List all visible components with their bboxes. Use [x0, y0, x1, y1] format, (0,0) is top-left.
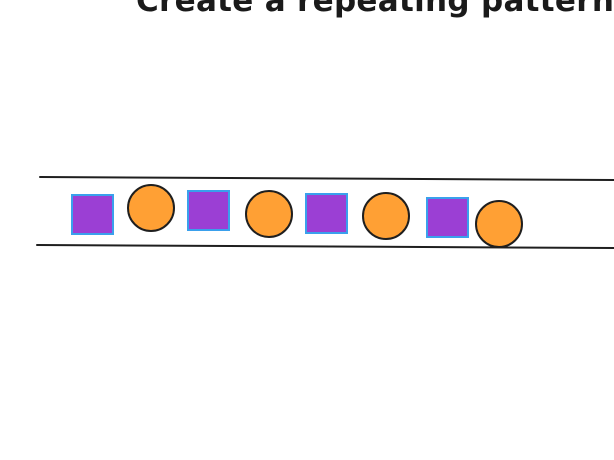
page-title: Create a repeating pattern	[136, 0, 614, 19]
pattern-circle[interactable]	[362, 192, 410, 240]
strip-top-line	[39, 176, 614, 181]
pattern-circle[interactable]	[475, 200, 523, 248]
pattern-square[interactable]	[187, 190, 230, 231]
strip-bottom-line	[36, 244, 614, 249]
pattern-circle[interactable]	[127, 184, 175, 232]
pattern-circle[interactable]	[245, 190, 293, 238]
pattern-square[interactable]	[71, 194, 114, 235]
pattern-square[interactable]	[305, 193, 348, 234]
pattern-square[interactable]	[426, 197, 469, 238]
